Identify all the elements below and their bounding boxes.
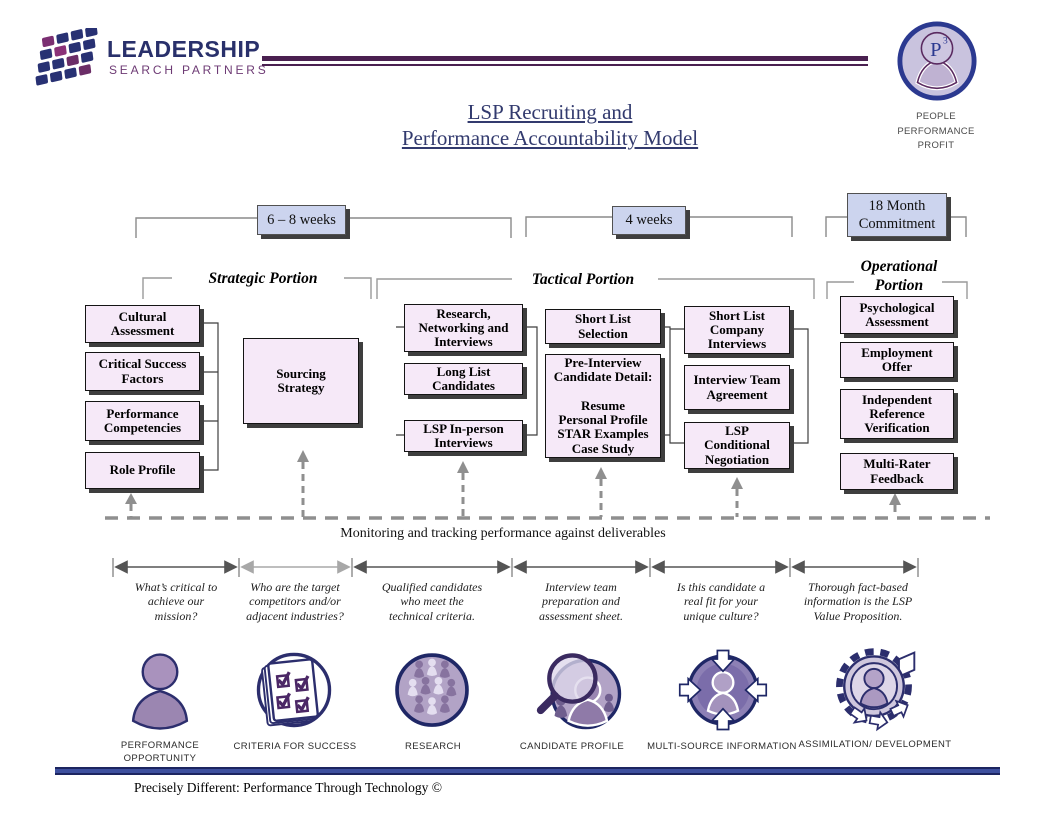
timeline-box-4-weeks: 4 weeks xyxy=(612,206,686,235)
icon-label-candidate-profile: CANDIDATE PROFILE xyxy=(519,741,625,752)
stage-question-2: Who are the target competitors and/or ad… xyxy=(246,580,344,623)
monitoring-caption: Monitoring and tracking performance agai… xyxy=(340,526,666,541)
brand-name: LEADERSHIP xyxy=(107,36,261,62)
timeline-box-18-month-commitment: 18 Month Commitment xyxy=(847,193,947,237)
timeline-box-6-8-weeks: 6 – 8 weeks xyxy=(257,205,346,235)
process-box-research-networking-interviews: Research, Networking and Interviews xyxy=(404,304,523,352)
inward-arrows-person-icon xyxy=(678,649,768,731)
process-box-short-list-selection: Short List Selection xyxy=(545,309,661,344)
section-heading-operational: Operational Portion xyxy=(858,257,940,296)
process-box-role-profile: Role Profile xyxy=(85,452,200,489)
gear-person-icon xyxy=(836,648,916,732)
process-box-employment-offer: Employment Offer xyxy=(840,342,954,378)
process-box-long-list-candidates: Long List Candidates xyxy=(404,363,523,395)
badge-caption: PEOPLE PERFORMANCE PROFIT xyxy=(897,111,975,152)
research-people-icon xyxy=(395,653,469,727)
process-box-lsp-conditional-negotiation: LSP Conditional Negotiation xyxy=(684,422,790,469)
brand-tiles-logo-icon xyxy=(35,28,98,86)
badge-monogram: P xyxy=(930,39,941,61)
section-heading-strategic: Strategic Portion xyxy=(183,269,343,289)
top-divider xyxy=(262,56,868,66)
process-box-cultural-assessment: Cultural Assessment xyxy=(85,305,200,343)
process-box-independent-reference-verification: Independent Reference Verification xyxy=(840,389,954,439)
icon-label-assimilation-development: ASSIMILATION/ DEVELOPMENT xyxy=(798,739,952,750)
checklist-icon xyxy=(256,652,332,728)
icon-label-multi-source-information: MULTI-SOURCE INFORMATION xyxy=(647,741,797,752)
bottom-divider xyxy=(55,767,1000,775)
process-box-short-list-company-interviews: Short List Company Interviews xyxy=(684,306,790,354)
brand-subtitle: SEARCH PARTNERS xyxy=(109,63,269,77)
stage-question-5: Is this candidate a real fit for your un… xyxy=(676,580,766,623)
process-box-critical-success-factors: Critical Success Factors xyxy=(85,352,200,391)
process-box-interview-team-agreement: Interview Team Agreement xyxy=(684,365,790,410)
stage-question-4: Interview team preparation and assessmen… xyxy=(539,580,623,623)
p3-people-badge-icon: P 3 xyxy=(897,21,977,101)
section-heading-tactical: Tactical Portion xyxy=(512,270,654,290)
process-box-psychological-assessment: Psychological Assessment xyxy=(840,296,954,334)
footer-tagline: Precisely Different: Performance Through… xyxy=(133,780,443,795)
icon-label-criteria-for-success: CRITERIA FOR SUCCESS xyxy=(233,741,357,752)
stage-question-3: Qualified candidates who meet the techni… xyxy=(381,580,483,623)
icon-label-performance-opportunity: PERFORMANCE OPPORTUNITY xyxy=(120,740,200,764)
magnifier-people-icon xyxy=(536,653,622,730)
stage-question-1: What’s critical to achieve our mission? xyxy=(134,580,218,623)
process-box-pre-interview-candidate-detail: Pre-Interview Candidate Detail: Resume P… xyxy=(545,354,661,458)
process-box-performance-competencies: Performance Competencies xyxy=(85,401,200,441)
person-icon xyxy=(129,651,191,732)
page-title: LSP Recruiting and Performance Accountab… xyxy=(401,100,699,150)
badge-monogram-sup: 3 xyxy=(943,35,948,46)
process-box-lsp-in-person-interviews: LSP In-person Interviews xyxy=(404,420,523,452)
process-box-multi-rater-feedback: Multi-Rater Feedback xyxy=(840,453,954,490)
process-box-sourcing-strategy: Sourcing Strategy xyxy=(243,338,359,424)
stage-question-6: Thorough fact-based information is the L… xyxy=(803,580,913,623)
icon-label-research: RESEARCH xyxy=(405,741,461,752)
